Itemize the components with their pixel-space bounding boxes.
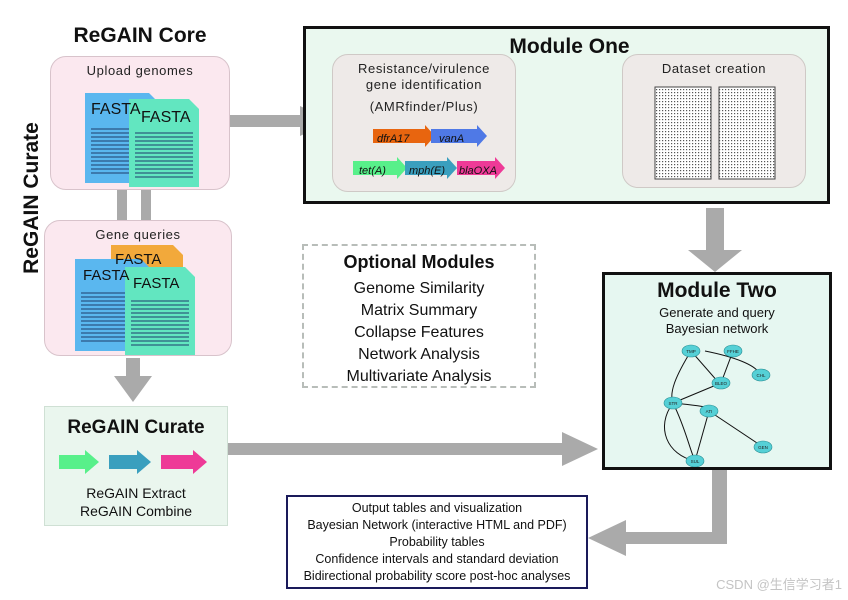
node-ati — [699, 404, 719, 418]
arrow-to-module-two — [688, 208, 742, 272]
gene-label-vanA: vanA — [439, 133, 465, 145]
node-ffhe — [723, 344, 743, 358]
node-tmp — [681, 344, 701, 358]
node-label: GEN — [758, 445, 768, 450]
dataset-creation-label: Dataset creation — [661, 61, 767, 76]
gene-identification-box: Resistance/virulence gene identification… — [332, 54, 516, 192]
fasta-label-blue: FASTA — [83, 267, 130, 284]
module-two-panel: Module Two Generate and query Bayesian n… — [602, 272, 832, 470]
output-item: Probability tables — [389, 535, 485, 549]
module-two-title: Module Two — [657, 279, 777, 302]
arrow-to-curate — [114, 358, 152, 402]
fasta-label-teal: FASTA — [133, 275, 180, 292]
curate-arrows — [59, 450, 207, 474]
gene-label-blaOXA: blaOXA — [459, 165, 497, 177]
connector-core-left — [117, 190, 127, 228]
output-item: Confidence intervals and standard deviat… — [315, 552, 559, 566]
gene-vanA-arrow — [431, 125, 487, 147]
node-label: STR — [669, 401, 679, 406]
module-two-subtitle-2: Bayesian network — [665, 321, 769, 336]
gene-label-mphE: mph(E) — [409, 165, 446, 177]
fasta-file-teal-icon — [129, 99, 199, 187]
node-sul — [685, 454, 705, 467]
module-two-subtitle-1: Generate and query — [659, 305, 775, 320]
node-label: CHL — [756, 373, 765, 378]
arrow-to-output — [588, 470, 727, 556]
node-chl — [751, 368, 771, 382]
output-item: Bayesian Network (interactive HTML and P… — [307, 518, 567, 532]
curate-extract: ReGAIN Extract — [86, 485, 186, 501]
resistance-line-2: gene identification — [365, 77, 483, 92]
connector-core-right — [141, 190, 151, 228]
gene-dfrA17-arrow — [373, 125, 435, 147]
curate-box: ReGAIN Curate ReGAIN Extract ReGAIN Comb… — [44, 406, 228, 526]
gene-tetA-arrow — [353, 157, 407, 179]
node-label: ATI — [706, 409, 713, 414]
core-title: ReGAIN Core — [73, 24, 207, 47]
matrix-left-icon — [654, 86, 712, 180]
gene-arrows — [353, 125, 505, 179]
side-title: ReGAIN Curate — [20, 122, 43, 274]
curate-arrow-pink — [161, 450, 207, 474]
node-gen — [753, 440, 773, 454]
node-str — [663, 396, 683, 410]
bayesian-network-graph: TMP FFHE CHL BLEO STR ATI GEN SUL — [663, 344, 773, 467]
fasta-label-teal: FASTA — [141, 109, 191, 126]
output-item: Bidirectional probability score post-hoc… — [303, 569, 571, 583]
node-label: BLEO — [715, 381, 728, 386]
upload-genomes-box: Upload genomes FASTA — [50, 56, 230, 190]
arrow-curate-to-module-two — [228, 432, 598, 466]
node-label: FFHE — [727, 349, 739, 354]
gene-mphE-arrow — [405, 157, 457, 179]
upload-genomes-label: Upload genomes — [86, 63, 194, 78]
optional-modules-box: Optional Modules Genome Similarity Matri… — [302, 244, 536, 388]
resistance-line-1: Resistance/virulence — [358, 61, 490, 76]
query-files-icon — [75, 245, 195, 355]
gene-queries-box: Gene queries — [44, 220, 232, 356]
fasta-label-blue: FASTA — [91, 101, 141, 118]
curate-arrow-green — [59, 450, 99, 474]
optional-item: Matrix Summary — [360, 302, 478, 319]
optional-item: Multivariate Analysis — [346, 368, 492, 385]
dataset-creation-box: Dataset creation — [622, 54, 806, 188]
amrfinder-label: (AMRfinder/Plus) — [369, 99, 479, 114]
fasta-file-teal-icon — [125, 267, 195, 355]
fasta-label-orange: FASTA — [115, 251, 162, 268]
matrix-icons — [654, 86, 776, 180]
gene-queries-label: Gene queries — [95, 227, 181, 242]
gene-blaOXA-arrow — [457, 157, 505, 179]
watermark: CSDN @生信学习者1 — [716, 577, 842, 592]
node-label: TMP — [686, 349, 696, 354]
optional-item: Genome Similarity — [353, 280, 485, 297]
gene-label-dfrA17: dfrA17 — [377, 133, 410, 145]
module-one-title: Module One — [509, 35, 630, 58]
output-item: Output tables and visualization — [351, 501, 523, 515]
curate-combine: ReGAIN Combine — [79, 503, 193, 519]
output-box: Output tables and visualization Bayesian… — [286, 495, 588, 589]
fasta-files-icon — [85, 93, 199, 187]
matrix-right-icon — [718, 86, 776, 180]
optional-item: Network Analysis — [358, 346, 480, 363]
gene-label-tetA: tet(A) — [359, 165, 386, 177]
optional-item: Collapse Features — [354, 324, 484, 341]
optional-modules-title: Optional Modules — [343, 252, 495, 272]
curate-arrow-blue — [109, 450, 151, 474]
node-bleo — [711, 376, 731, 390]
curate-title: ReGAIN Curate — [67, 417, 205, 438]
node-label: SUL — [691, 459, 700, 464]
